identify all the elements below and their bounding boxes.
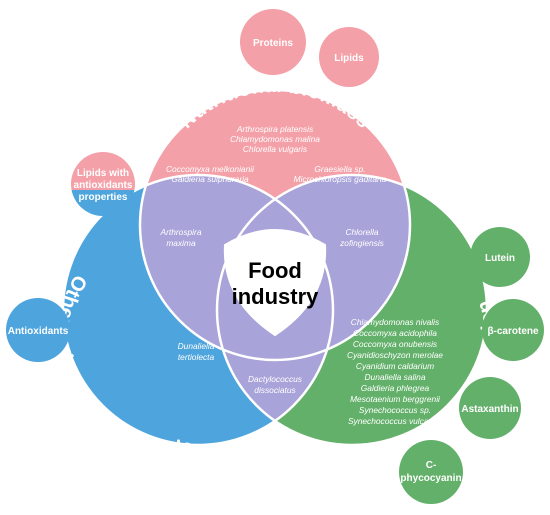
- bubble-label: properties: [79, 192, 128, 203]
- species-name: Microchloropsis gaditana: [294, 174, 387, 184]
- species-name: Dunaliella salina: [365, 372, 426, 382]
- bubble-label: Lipids: [334, 53, 364, 64]
- species-name: Mesotaenium berggrenii: [350, 394, 441, 404]
- center-label-line2: industry: [232, 284, 320, 309]
- bubble-c-phycocyanin: C- phycocyanin: [399, 440, 463, 504]
- bubble-label: Astaxanthin: [461, 404, 518, 415]
- bubble-label: phycocyanin: [400, 473, 461, 484]
- species-pigments-only: Chlamydomonas nivalis Coccomyxa acidophi…: [347, 317, 443, 426]
- species-nutritional-top: Arthrospira platensis Chlamydomonas mali…: [230, 124, 320, 154]
- bubble-label: Proteins: [253, 38, 293, 49]
- species-name: tertiolecta: [178, 352, 215, 362]
- species-name: Galdieria phlegrea: [361, 383, 430, 393]
- species-name: Arthrospira: [160, 227, 202, 237]
- species-name: Galdieria sulphuraria: [171, 174, 249, 184]
- species-name: Synechococcus vulcanus: [348, 416, 443, 426]
- species-name: Cyanidium caldarium: [356, 361, 434, 371]
- center-region: [223, 229, 327, 337]
- species-nutritional-right: Graesiella sp. Microchloropsis gaditana: [294, 164, 387, 184]
- species-name: Chlamydomonas nivalis: [351, 317, 440, 327]
- species-name: Cyanidioschyzon merolae: [347, 350, 443, 360]
- bubble-astaxanthin: Astaxanthin: [459, 377, 521, 439]
- species-nutritional-other: Arthrospira maxima: [160, 227, 202, 248]
- species-name: dissociatus: [254, 385, 296, 395]
- bubble-label: Lipids with: [77, 168, 129, 179]
- species-nutritional-pigments: Chlorella zofingiensis: [339, 227, 385, 248]
- bubble-proteins: Proteins: [240, 9, 306, 75]
- bubble-label: antioxidants: [74, 180, 133, 191]
- species-other-only: Dunaliella tertiolecta: [178, 341, 215, 362]
- species-name: zofingiensis: [339, 238, 385, 248]
- species-name: Coccomyxa acidophila: [353, 328, 437, 338]
- species-name: Chlamydomonas malina: [230, 134, 320, 144]
- species-name: Chlorella: [345, 227, 378, 237]
- species-name: maxima: [166, 238, 196, 248]
- bubble-antioxidants: Antioxidants: [6, 298, 70, 362]
- species-name: Graesiella sp.: [314, 164, 365, 174]
- bubble-label: β-carotene: [487, 326, 539, 337]
- center-label-line1: Food: [248, 258, 302, 283]
- species-nutritional-left: Coccomyxa melkonianii Galdieria sulphura…: [166, 164, 255, 184]
- bubble-label: Antioxidants: [8, 326, 69, 337]
- species-name: Dactylococcus: [248, 374, 303, 384]
- species-name: Synechococcus sp.: [359, 405, 431, 415]
- species-other-pigments: Dactylococcus dissociatus: [248, 374, 303, 395]
- bubble-label: C-: [426, 460, 437, 471]
- species-name: Arthrospira platensis: [236, 124, 314, 134]
- bubble-lutein: Lutein: [470, 227, 530, 287]
- bubble-lipids: Lipids: [319, 27, 379, 87]
- species-name: Chlorella vulgaris: [243, 144, 308, 154]
- species-name: Coccomyxa melkonianii: [166, 164, 255, 174]
- bubble-label: Lutein: [485, 253, 515, 264]
- species-name: Coccomyxa onubensis: [353, 339, 438, 349]
- species-name: Dunaliella: [178, 341, 215, 351]
- bubble-beta-carotene: β-carotene: [482, 299, 544, 361]
